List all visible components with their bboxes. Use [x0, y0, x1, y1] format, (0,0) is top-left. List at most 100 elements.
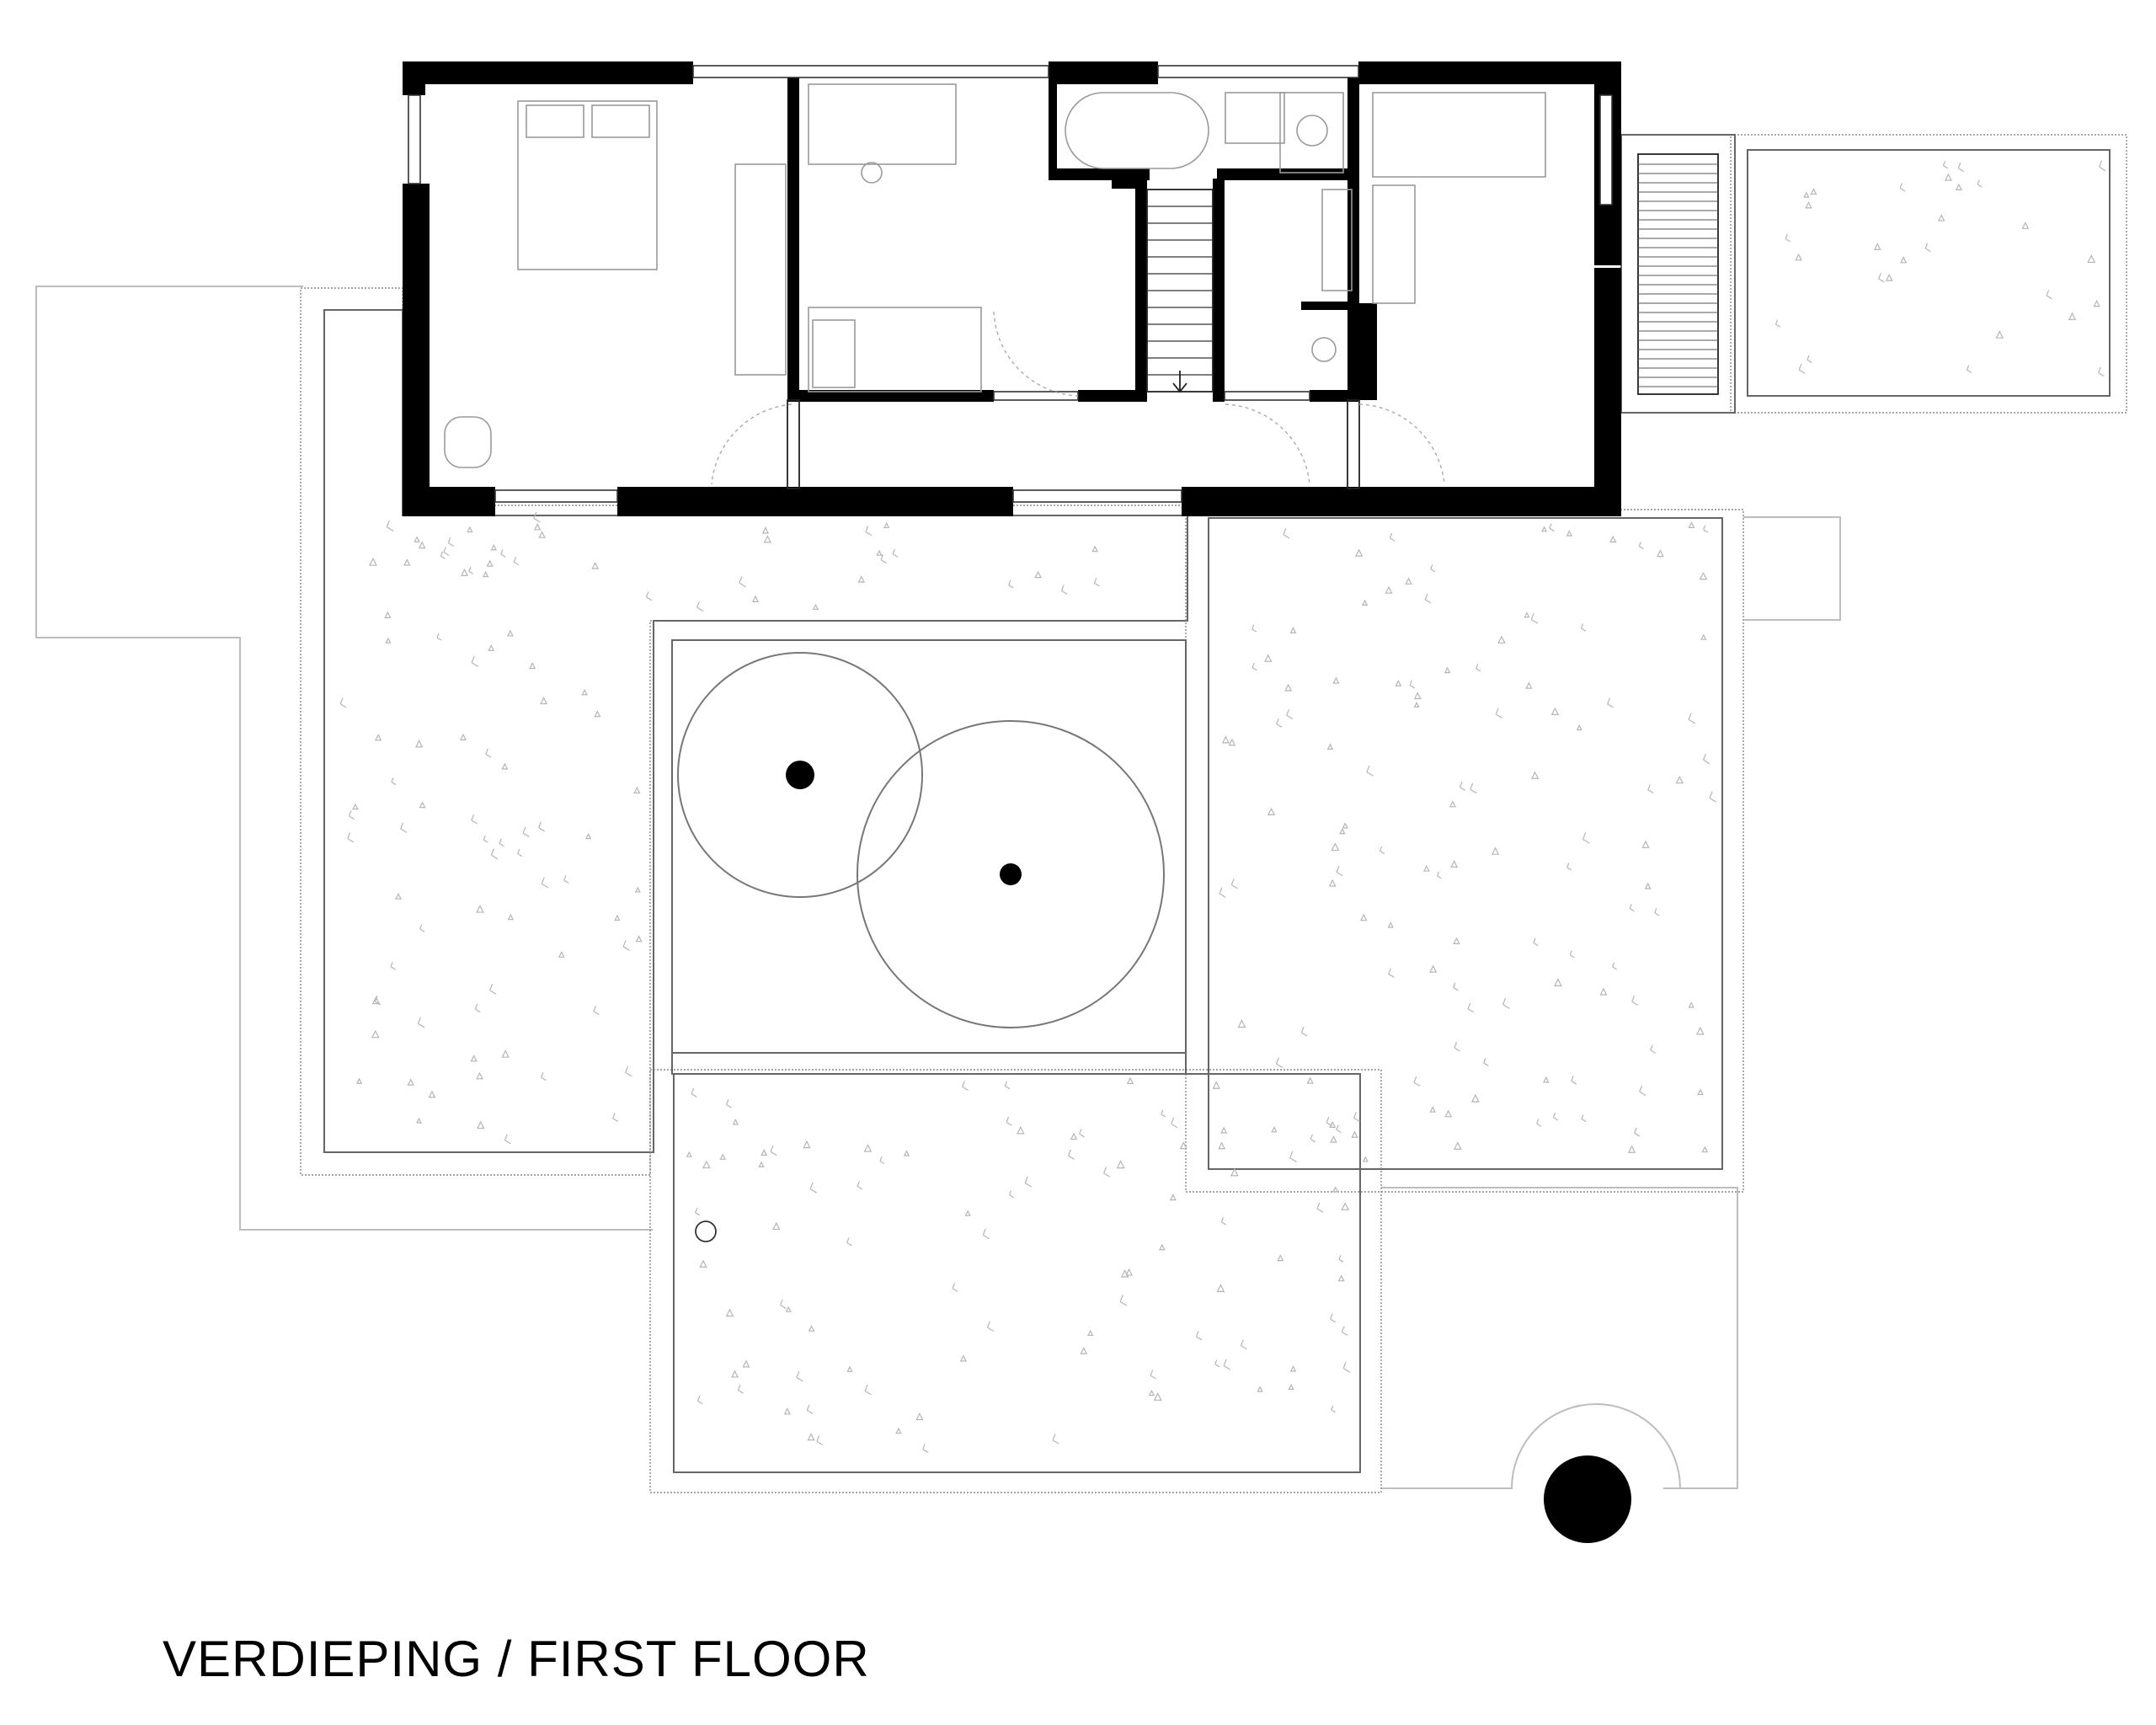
texture-mark: [1277, 1254, 1284, 1262]
texture-mark: [440, 551, 446, 559]
texture-mark: [857, 575, 865, 583]
vanity: [1321, 189, 1353, 291]
texture-mark: [625, 1065, 632, 1077]
texture-mark: [1008, 579, 1014, 589]
texture-mark: [470, 1055, 478, 1062]
texture-mark: [1647, 784, 1654, 793]
texture-mark: [1444, 1109, 1453, 1118]
texture-mark: [1283, 528, 1290, 539]
texture-mark: [1542, 1076, 1550, 1083]
texture-mark: [1366, 765, 1374, 777]
texture-mark: [1429, 964, 1438, 973]
texture-mark: [1612, 962, 1618, 970]
texture-mark: [864, 1384, 872, 1396]
texture-mark: [695, 1208, 701, 1216]
texture-mark: [1052, 1434, 1059, 1445]
texture-mark: [1338, 1254, 1344, 1263]
texture-mark: [1609, 535, 1617, 543]
texture-mark: [1483, 1057, 1489, 1066]
texture-mark: [1341, 1202, 1350, 1210]
texture-mark: [1405, 577, 1412, 585]
texture-mark: [501, 1049, 510, 1058]
texture-mark: [812, 603, 819, 611]
texture-mark: [1885, 274, 1893, 281]
texture-mark: [1703, 525, 1709, 533]
texture-mark: [1566, 530, 1573, 537]
texture-mark: [2046, 290, 2052, 300]
texture-mark: [374, 995, 382, 1006]
texture-mark: [702, 1160, 711, 1169]
texture-mark: [339, 697, 347, 708]
green-roof-bottom: [649, 1069, 1382, 1493]
texture-mark: [499, 838, 504, 847]
texture-mark: [1228, 738, 1236, 746]
texture-mark: [1008, 1190, 1014, 1199]
texture-mark: [1219, 887, 1226, 898]
texture-mark: [783, 1407, 792, 1415]
texture-mark: [1627, 1145, 1636, 1153]
texture-mark: [1342, 822, 1348, 829]
texture-mark: [1267, 807, 1276, 815]
texture-mark: [751, 595, 760, 602]
texture-mark: [1569, 950, 1575, 959]
texture-mark: [414, 536, 420, 542]
texture-mark: [737, 1385, 744, 1394]
texture-mark: [513, 557, 520, 566]
texture-mark: [1395, 680, 1402, 686]
texture-mark: [443, 547, 450, 556]
texture-mark: [1326, 743, 1334, 750]
texture-mark: [436, 633, 442, 641]
texture-mark: [1524, 611, 1530, 618]
texture-mark: [1582, 832, 1590, 844]
texture-mark: [1251, 624, 1257, 633]
texture-mark: [742, 1359, 750, 1368]
texture-mark: [1150, 1370, 1156, 1380]
texture-mark: [1362, 1156, 1369, 1162]
texture-mark: [1688, 521, 1695, 528]
texture-mark: [490, 848, 499, 860]
exterior-stair: [1620, 134, 1736, 414]
texture-mark: [1977, 179, 1983, 188]
texture-mark: [529, 661, 536, 670]
texture-mark: [489, 984, 497, 995]
texture-mark: [772, 1221, 781, 1231]
texture-mark: [635, 935, 643, 943]
texture-mark: [780, 1299, 787, 1309]
texture-mark: [1454, 1042, 1460, 1052]
furniture: [444, 83, 1546, 468]
texture-mark: [490, 544, 497, 551]
texture-mark: [1230, 1167, 1239, 1177]
texture-mark: [806, 1404, 814, 1414]
texture-mark: [447, 537, 455, 547]
texture-mark: [1785, 233, 1790, 243]
texture-mark: [471, 814, 478, 825]
texture-mark: [857, 1181, 863, 1190]
texture-mark: [1495, 708, 1502, 719]
texture-mark: [407, 1078, 414, 1086]
texture-mark: [533, 522, 542, 531]
texture-mark: [1125, 1268, 1134, 1276]
texture-mark: [863, 1144, 873, 1152]
texture-mark: [1300, 1027, 1308, 1037]
texture-mark: [1331, 842, 1340, 852]
texture-mark: [419, 801, 426, 809]
texture-mark: [1576, 724, 1582, 731]
texture-mark: [1424, 593, 1432, 604]
texture-mark: [1530, 612, 1539, 624]
texture-mark: [541, 1072, 547, 1081]
texture-mark: [1805, 201, 1812, 209]
site-outline: [35, 286, 1841, 1489]
texture-mark: [1580, 623, 1587, 632]
texture-mark: [1695, 1026, 1705, 1035]
texture-mark: [1195, 1331, 1203, 1341]
texture-mark: [808, 1325, 815, 1332]
texture-mark: [1353, 1112, 1360, 1123]
texture-mark: [1223, 1359, 1231, 1370]
texture-mark: [1060, 585, 1068, 595]
texture-mark: [418, 541, 426, 549]
texture-mark: [1024, 1176, 1033, 1188]
texture-mark: [1444, 666, 1451, 674]
tree-trunk-1: [786, 761, 814, 789]
toilet: [1311, 337, 1337, 362]
texture-mark: [699, 1259, 707, 1268]
